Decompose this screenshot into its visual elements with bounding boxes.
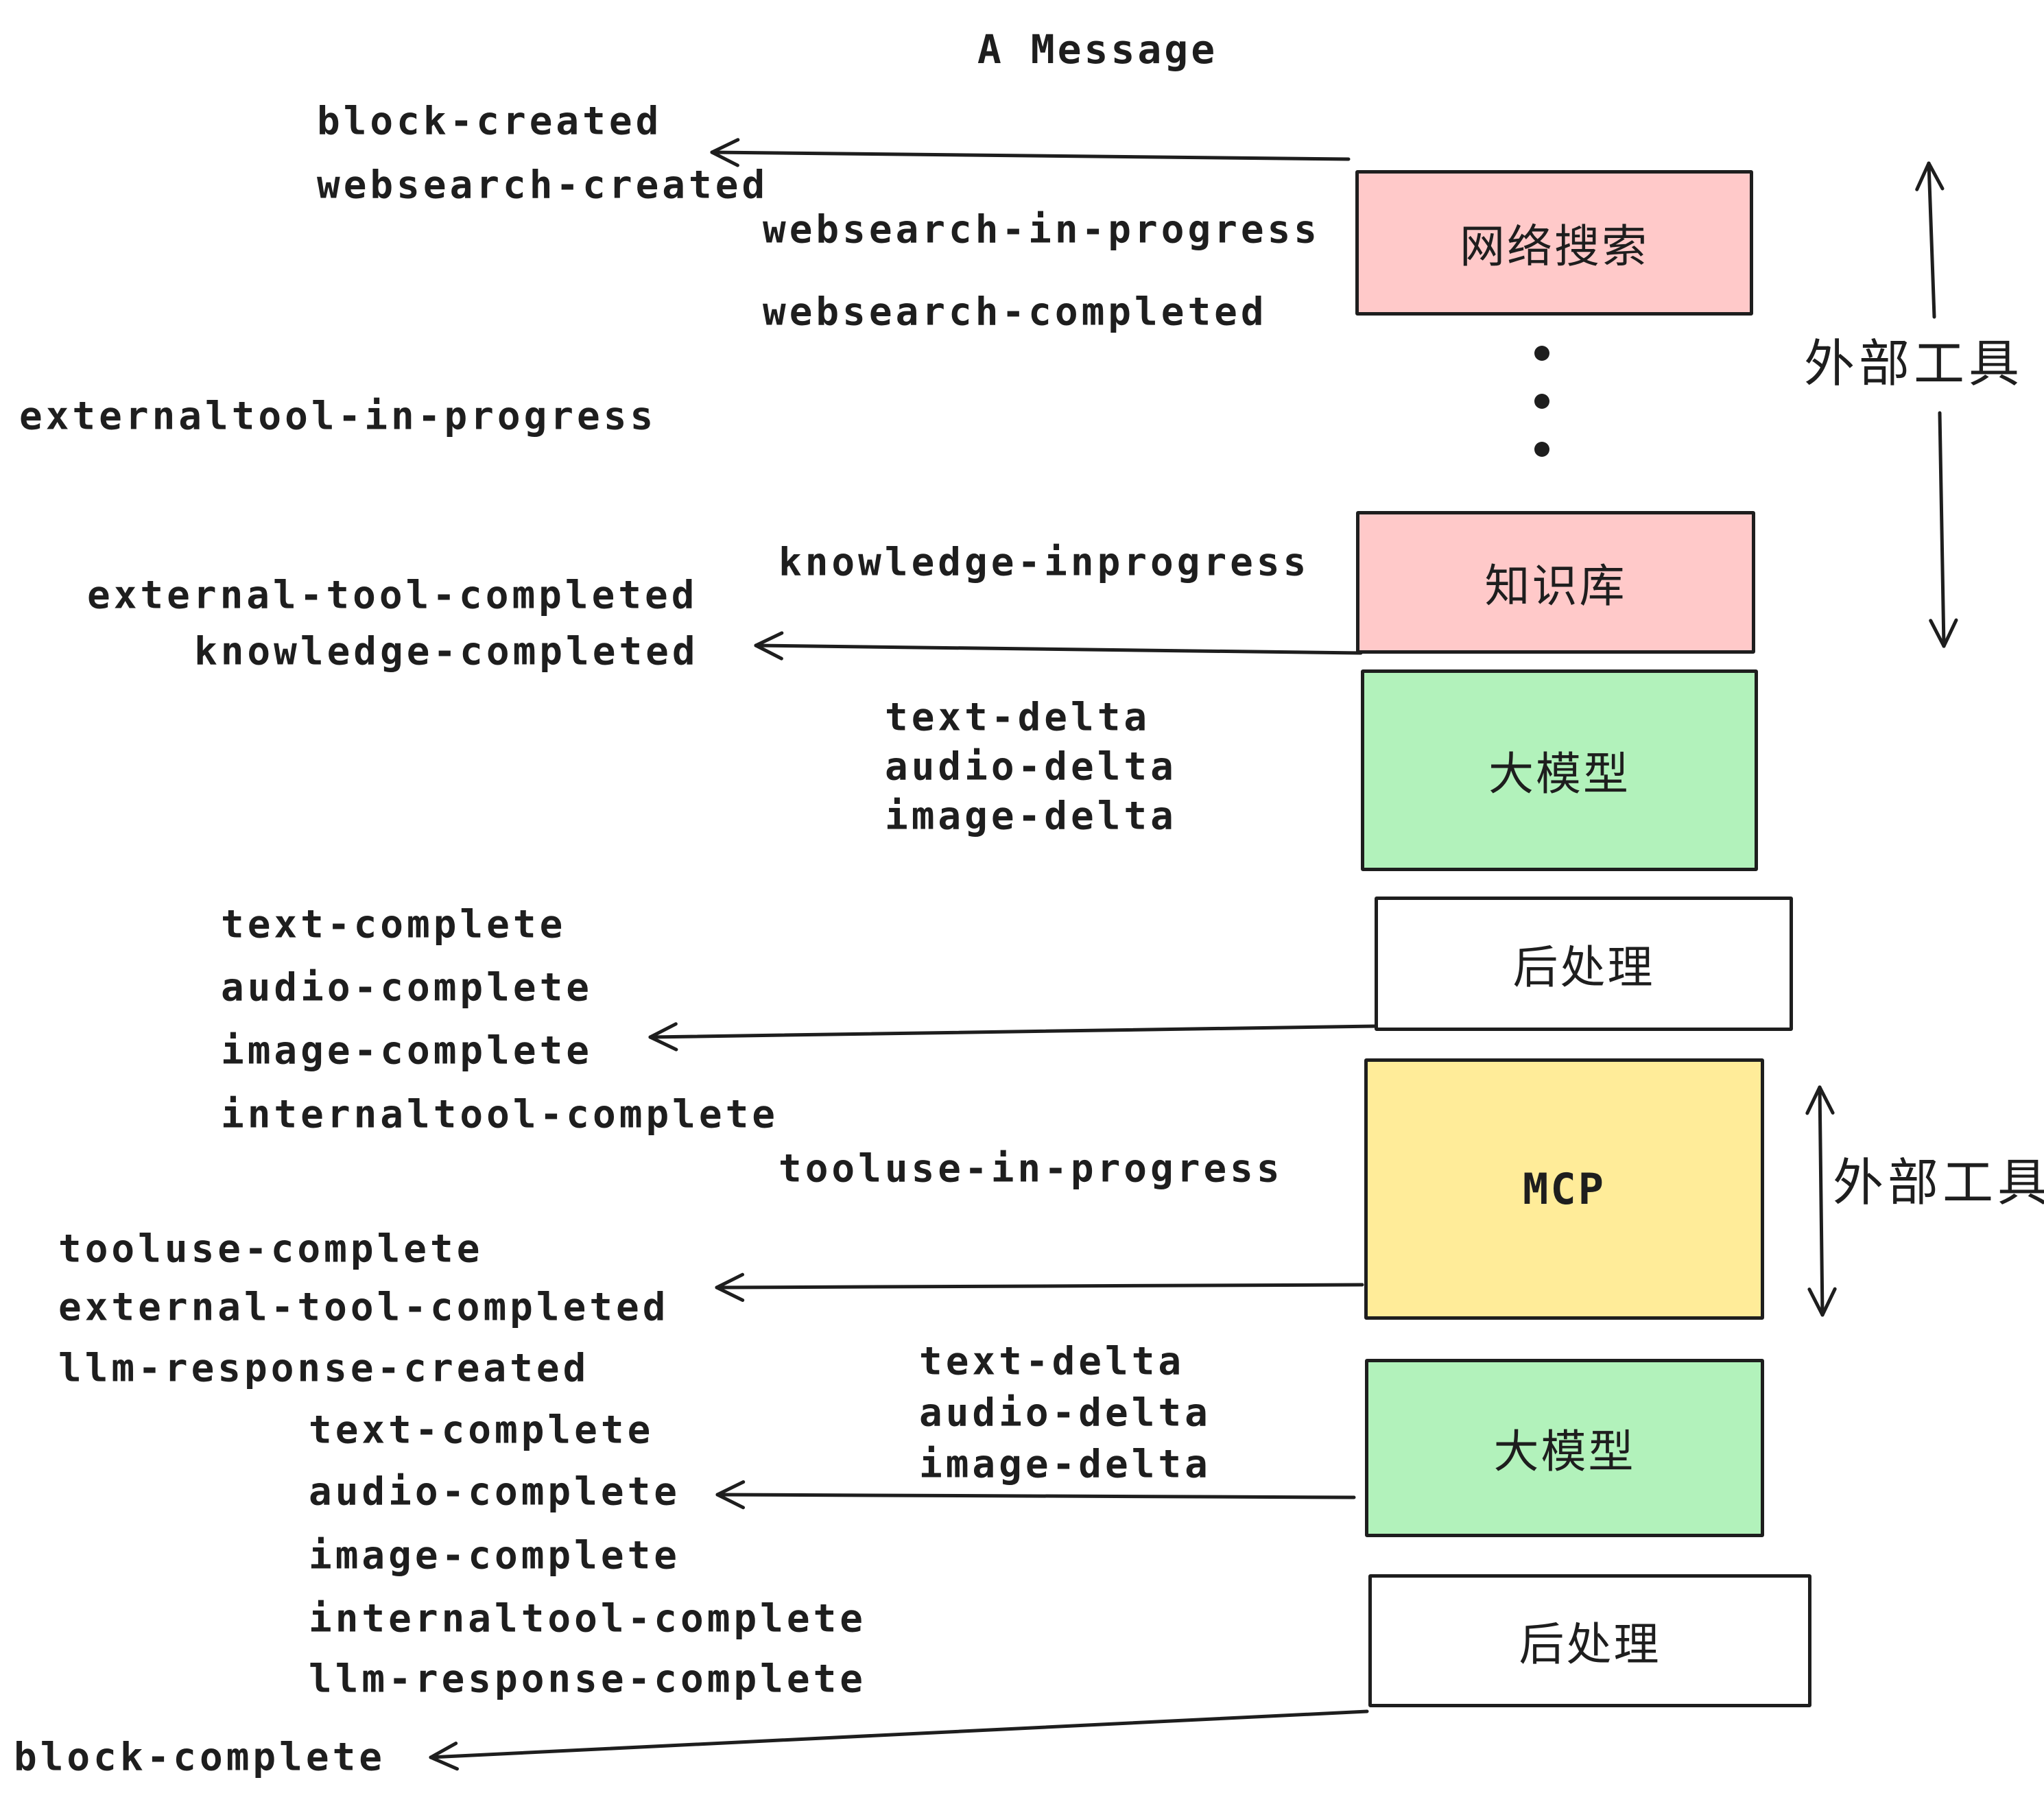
event-audio-delta-1: audio-delta	[885, 744, 1177, 790]
event-text-complete-1: text-complete	[221, 902, 567, 947]
ellipsis-dots	[1534, 394, 1549, 409]
ellipsis-dots	[1534, 346, 1549, 361]
mcp-box-label: MCP	[1523, 1164, 1606, 1214]
postprocess-box-2: 后处理	[1368, 1574, 1811, 1707]
event-image-complete-1: image-complete	[221, 1028, 593, 1073]
arrow-to-tooluse-complete-head-stroke	[715, 1285, 745, 1302]
websearch-box-label: 网络搜索	[1460, 221, 1649, 272]
event-text-delta-2: text-delta	[919, 1339, 1185, 1384]
event-llm-response-complete: llm-response-complete	[309, 1657, 867, 1702]
arrow-to-audio-complete-head-stroke	[715, 1480, 746, 1497]
event-image-complete-2: image-complete	[309, 1533, 681, 1578]
event-internaltool-complete-2: internaltool-complete	[309, 1596, 867, 1641]
arrow-to-block-complete-head-stroke	[429, 1742, 458, 1759]
event-websearch-in-progress: websearch-in-progress	[763, 207, 1321, 252]
event-tooluse-in-progress: tooluse-in-progress	[779, 1146, 1283, 1191]
event-text-complete-2: text-complete	[309, 1408, 654, 1453]
arrow-to-block-created	[710, 150, 1351, 161]
event-websearch-completed: websearch-completed	[763, 289, 1268, 335]
event-text-delta-1: text-delta	[885, 695, 1151, 740]
arrow-to-audio-complete	[715, 1493, 1356, 1499]
event-audio-delta-2: audio-delta	[919, 1390, 1211, 1436]
llm-box-2: 大模型	[1365, 1359, 1764, 1537]
postprocess-box-2-label: 后处理	[1519, 1619, 1661, 1670]
event-external-tool-completed-1: external-tool-completed	[87, 573, 698, 618]
mcp-external-tools-double-arrow-head-stroke	[1818, 1085, 1835, 1115]
ellipsis-dots	[1534, 442, 1549, 457]
event-block-created: block-created	[317, 99, 663, 144]
mcp-external-tools-double-arrow-head-stroke	[1820, 1287, 1837, 1317]
event-external-tool-completed-2: external-tool-completed	[58, 1285, 669, 1330]
mcp-external-tools-double-arrow-head-stroke	[1805, 1085, 1822, 1115]
event-knowledge-inprogress: knowledge-inprogress	[779, 540, 1310, 585]
arrow-to-audio-complete-head-stroke	[715, 1493, 746, 1510]
event-block-complete: block-complete	[14, 1735, 386, 1780]
knowledge-box-label: 知识库	[1484, 560, 1627, 611]
event-tooluse-complete: tooluse-complete	[58, 1226, 484, 1272]
postprocess-box-1: 后处理	[1375, 897, 1793, 1031]
arrow-to-block-created-head-stroke	[710, 150, 739, 167]
mcp-external-tools-double-arrow	[1818, 1085, 1825, 1317]
diagram-title: A Message	[977, 26, 1218, 73]
event-websearch-created: websearch-created	[317, 163, 769, 208]
event-image-delta-1: image-delta	[885, 794, 1177, 839]
event-externaltool-in-progress: externaltool-in-progress	[19, 394, 657, 439]
llm-box-1: 大模型	[1361, 669, 1758, 871]
arrow-to-tooluse-complete-head-stroke	[715, 1272, 745, 1290]
external-tools-up-arrow-head-stroke	[1927, 161, 1945, 191]
external-tools-down-arrow-head-stroke	[1942, 618, 1958, 648]
llm-box-1-label: 大模型	[1488, 748, 1630, 799]
postprocess-box-1-label: 后处理	[1512, 942, 1655, 993]
external-tools-label-mcp: 外部工具	[1833, 1154, 2044, 1211]
arrow-to-knowledge-completed-head-stroke	[754, 631, 784, 648]
external-tools-down-arrow-head-stroke	[1929, 619, 1946, 648]
arrow-to-image-complete-head-stroke	[648, 1022, 678, 1039]
external-tools-down-arrow	[1938, 411, 1946, 648]
arrow-to-knowledge-completed-head-stroke	[754, 643, 783, 661]
event-audio-complete-1: audio-complete	[221, 965, 593, 1010]
event-audio-complete-2: audio-complete	[309, 1469, 681, 1515]
arrow-to-tooluse-complete	[715, 1283, 1364, 1290]
event-knowledge-completed: knowledge-completed	[194, 629, 699, 674]
arrow-to-block-created-head-stroke	[710, 138, 740, 154]
external-tools-label-top: 外部工具	[1804, 335, 2023, 392]
arrow-to-image-complete	[648, 1024, 1378, 1039]
event-internaltool-complete-1: internaltool-complete	[221, 1092, 779, 1137]
external-tools-up-arrow	[1927, 161, 1936, 319]
llm-box-2-label: 大模型	[1493, 1426, 1636, 1477]
arrow-to-knowledge-completed	[754, 643, 1363, 655]
event-image-delta-2: image-delta	[919, 1442, 1211, 1487]
knowledge-box: 知识库	[1356, 511, 1755, 654]
event-llm-response-created: llm-response-created	[58, 1346, 590, 1391]
arrow-to-block-complete-head-stroke	[429, 1755, 460, 1771]
arrow-to-block-complete	[429, 1709, 1369, 1759]
arrow-to-image-complete-head-stroke	[648, 1035, 678, 1052]
websearch-box: 网络搜索	[1355, 170, 1753, 316]
external-tools-up-arrow-head-stroke	[1915, 161, 1931, 191]
mcp-box: MCP	[1364, 1058, 1764, 1320]
mcp-external-tools-double-arrow-head-stroke	[1807, 1287, 1825, 1317]
